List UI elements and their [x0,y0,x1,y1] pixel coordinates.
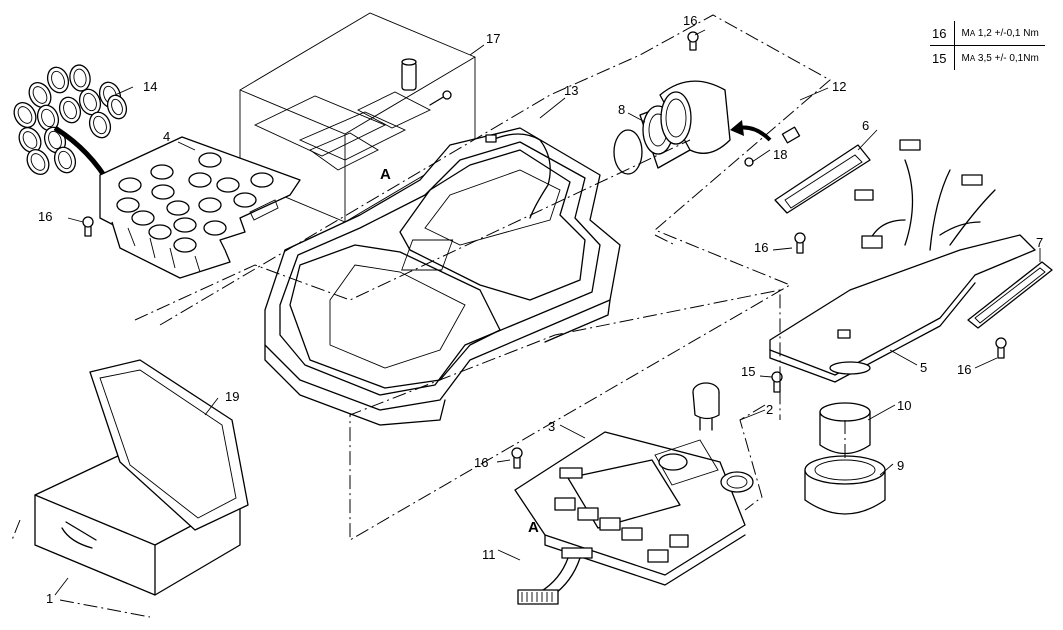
callout-leader-lines [54,29,1041,596]
callout-16-keypad: 16 [38,209,53,224]
part-6-cover-plate [774,144,871,214]
marker-a-housing: A [380,166,391,183]
callout-11: 11 [482,547,496,562]
callout-3: 3 [548,419,556,434]
part-3-front-panel [514,431,746,586]
marker-a-front-panel: A [528,519,539,536]
callout-2: 2 [766,402,774,417]
callout-17: 17 [486,31,501,46]
torque-item: 16 [930,21,955,46]
screw-16-cover-6 [794,232,806,254]
torque-value: MA 1,2 +/-0,1 Nm [954,21,1045,46]
screw-16-cover-7 [995,337,1007,359]
callout-13: 13 [564,83,579,98]
callout-19: 19 [225,389,240,404]
callout-16-sensor: 16 [683,13,698,28]
callout-5: 5 [920,360,928,375]
callout-10: 10 [897,398,912,413]
callout-15: 15 [741,364,756,379]
assembly-centerlines [11,14,846,618]
torque-row: 15 MA 3,5 +/- 0,1Nm [930,45,1045,70]
callout-12: 12 [832,79,847,94]
screw-16-front [511,447,523,469]
callout-16-front: 16 [474,455,489,470]
part-7-cover-plate [967,261,1053,329]
part-19-carry-case [34,359,249,596]
callout-9: 9 [897,458,905,473]
part-13-main-housing [264,127,621,426]
part-14-o-rings [13,64,128,195]
torque-item: 15 [932,50,947,66]
part-5-back-panel [769,139,1036,383]
torque-value: MA 3,5 +/- 0,1Nm [954,45,1045,70]
callout-16-cover-7: 16 [957,362,972,377]
callout-7: 7 [1036,235,1044,250]
part-9-ring [804,455,886,515]
callout-6: 6 [862,118,870,133]
part-17-spare-parts-box [239,12,476,223]
callout-14: 14 [143,79,158,94]
torque-table: 16 MA 1,2 +/-0,1 Nm 15 MA 3,5 +/- 0,1Nm [930,21,1045,70]
torque-row: 16 MA 1,2 +/-0,1 Nm [930,21,1045,46]
callout-16-cover-6: 16 [754,240,769,255]
callout-8: 8 [618,102,626,117]
callout-4: 4 [163,129,171,144]
callout-1: 1 [46,591,54,606]
part-2-key-switch [692,382,754,493]
part-11-ribbon-cable [517,547,593,605]
callout-18: 18 [773,147,788,162]
part-8-sensor-cap [613,80,801,175]
part-4-keypad-mat [82,136,301,279]
